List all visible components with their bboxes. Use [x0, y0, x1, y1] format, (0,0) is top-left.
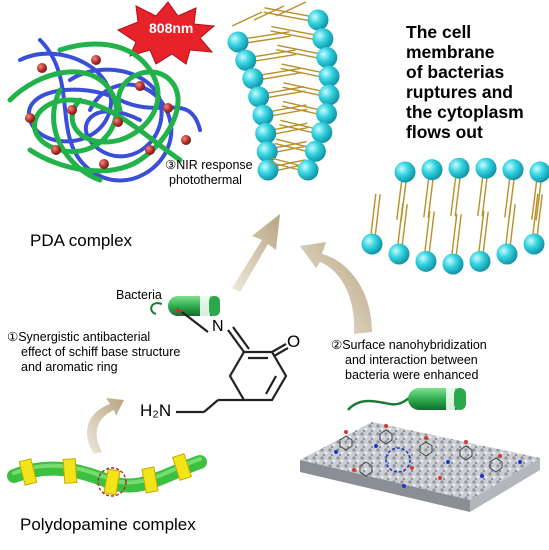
- title-line: The cell: [406, 22, 472, 42]
- lipid-head: [252, 104, 274, 126]
- nir-response-label: ③NIR response photothermal: [165, 158, 253, 188]
- lipid-head: [442, 253, 464, 275]
- bacteria-label: Bacteria: [116, 288, 162, 302]
- lipid-head: [255, 122, 277, 144]
- synergistic-line: and aromatic ring: [21, 360, 118, 374]
- membrane-fragment: [361, 157, 549, 275]
- lipid-head: [388, 243, 410, 265]
- lipid-head: [448, 157, 470, 179]
- membrane-rupture-title: The cell membrane of bacterias ruptures …: [406, 22, 524, 142]
- lipid-head: [318, 65, 340, 87]
- lipid-head: [242, 68, 264, 90]
- lipid-tail: [275, 1, 307, 17]
- lipid-head: [469, 250, 491, 272]
- title-line: the cytoplasm: [406, 102, 524, 122]
- synergistic-line: effect of schiff base structure: [21, 345, 181, 359]
- laser-burst-icon: [116, 1, 216, 65]
- polydopamine-complex-label: Polydopamine complex: [20, 515, 196, 534]
- title-line: ruptures and: [406, 82, 513, 102]
- oxygen-label: O: [287, 332, 301, 351]
- lipid-head: [361, 233, 383, 255]
- surface-bacterium-icon: [347, 388, 466, 411]
- schiff-base-molecule: [176, 311, 289, 414]
- laser-wavelength-label: 808nm: [149, 20, 194, 36]
- lipid-head: [297, 159, 319, 181]
- nitrogen-label: N: [212, 318, 224, 335]
- lipid-head: [496, 243, 518, 265]
- lipid-head: [311, 122, 333, 143]
- surface-line: bacteria were enhanced: [345, 368, 479, 382]
- nir-line: photothermal: [169, 173, 242, 187]
- nanohybrid-surface: [300, 422, 540, 512]
- ruptured-membrane: [227, 1, 340, 181]
- lipid-head: [235, 49, 257, 71]
- surface-line: ②Surface nanohybridization: [331, 338, 487, 352]
- title-line: membrane: [406, 42, 495, 62]
- lipid-head: [502, 159, 524, 181]
- lipid-head: [307, 9, 329, 31]
- lipid-head: [523, 233, 545, 255]
- arrow-up-right-icon: [232, 214, 280, 292]
- amine-label: H₂N: [140, 401, 172, 420]
- surface-nanohybridization-label: ②Surface nanohybridization and interacti…: [331, 338, 487, 383]
- lipid-head: [304, 140, 326, 162]
- lipid-head: [227, 31, 249, 53]
- lipid-head: [318, 84, 340, 106]
- pda-particles: [25, 55, 191, 169]
- synergistic-effect-label: ①Synergistic antibacterial effect of sch…: [7, 330, 180, 375]
- lipid-head: [475, 157, 497, 179]
- bacterium-icon: [150, 296, 220, 316]
- curved-arrow-icon: [300, 242, 372, 334]
- surface-line: and interaction between: [345, 353, 478, 367]
- synergistic-line: ①Synergistic antibacterial: [7, 330, 151, 344]
- title-line: flows out: [406, 122, 483, 142]
- lipid-head: [256, 141, 278, 163]
- lipid-head: [316, 47, 338, 68]
- lipid-head: [312, 28, 334, 50]
- small-curved-arrow-icon: [87, 398, 124, 454]
- lipid-head: [421, 159, 443, 181]
- lipid-head: [529, 161, 549, 183]
- charge-plus-label: +: [174, 302, 183, 318]
- lipid-tail: [253, 5, 285, 21]
- lipid-tail: [231, 11, 263, 27]
- pda-complex-label: PDA complex: [30, 231, 133, 250]
- nir-line: ③NIR response: [165, 158, 253, 172]
- lipid-head: [248, 86, 270, 108]
- lipid-head: [415, 250, 437, 272]
- lipid-head: [316, 103, 338, 125]
- title-line: of bacterias: [406, 62, 505, 82]
- lipid-head: [394, 161, 416, 183]
- polydopamine-chain: [7, 453, 207, 497]
- lipid-head: [257, 159, 279, 181]
